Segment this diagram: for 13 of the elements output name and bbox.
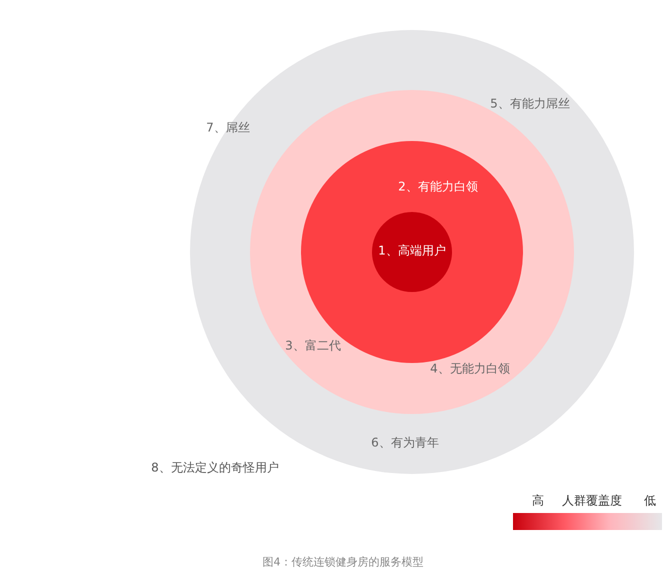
scale-label: 低 [644, 492, 656, 510]
segment-label: 3、富二代 [285, 338, 341, 354]
segment-label: 1、高端用户 [378, 242, 446, 260]
segment-label: 4、无能力白领 [430, 360, 510, 378]
scale-label: 高 [532, 492, 544, 510]
gradient-scale-bar [513, 513, 662, 530]
segment-label: 6、有为青年 [371, 434, 439, 452]
scale-label: 人群覆盖度 [562, 492, 622, 510]
segment-label: 5、有能力屌丝 [490, 96, 570, 112]
segment-label: 2、有能力白领 [398, 178, 478, 196]
figure-caption: 图4：传统连锁健身房的服务模型 [262, 554, 424, 570]
segment-label: 7、屌丝 [206, 120, 250, 136]
segment-label: 8、无法定义的奇怪用户 [151, 460, 279, 476]
